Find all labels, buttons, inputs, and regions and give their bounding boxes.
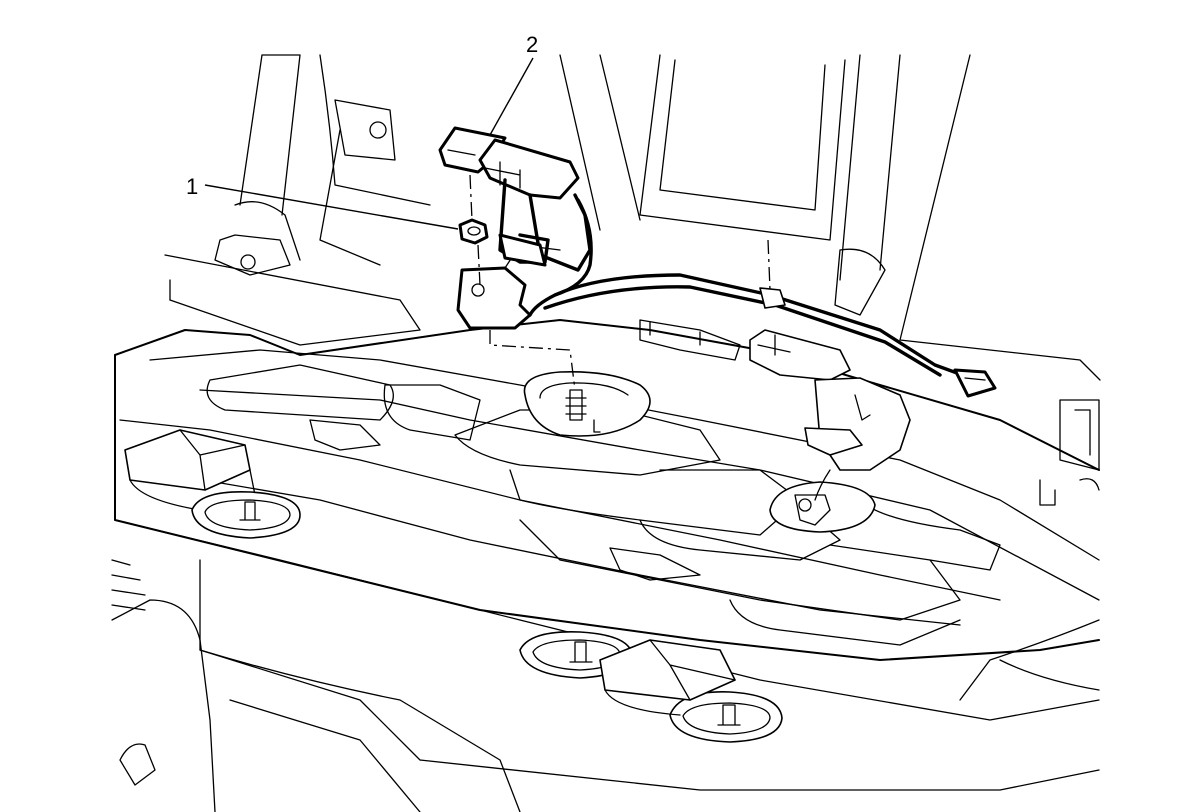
callout-leaders: [204, 57, 534, 230]
callout-1-leader: [204, 184, 459, 230]
right-recess: [769, 481, 876, 533]
left-foam-blocks: [124, 429, 256, 511]
left-belt-anchor: [164, 201, 421, 346]
anchor-pocket-right: [669, 691, 783, 743]
right-foam-blocks: [599, 639, 736, 716]
center-recess: [523, 370, 651, 437]
floor-humps: [206, 364, 1001, 646]
floor-bracket: [639, 319, 741, 361]
callout-1-label: 1: [186, 174, 198, 199]
rear-body-panels: [239, 54, 1101, 506]
nut: [458, 218, 489, 245]
foreground-seat: [111, 559, 521, 812]
anchor-pocket-left: [191, 491, 301, 539]
right-seat-belt-buckle: [749, 329, 911, 501]
callout-2-leader: [489, 57, 534, 136]
seat-belt-buckle-assembly: [438, 126, 992, 387]
harness-clip: [759, 287, 786, 309]
callout-labels: 1 2: [186, 32, 538, 199]
installation-centerlines: [469, 174, 771, 391]
harness-connector: [953, 368, 997, 398]
callout-2-label: 2: [526, 32, 538, 57]
